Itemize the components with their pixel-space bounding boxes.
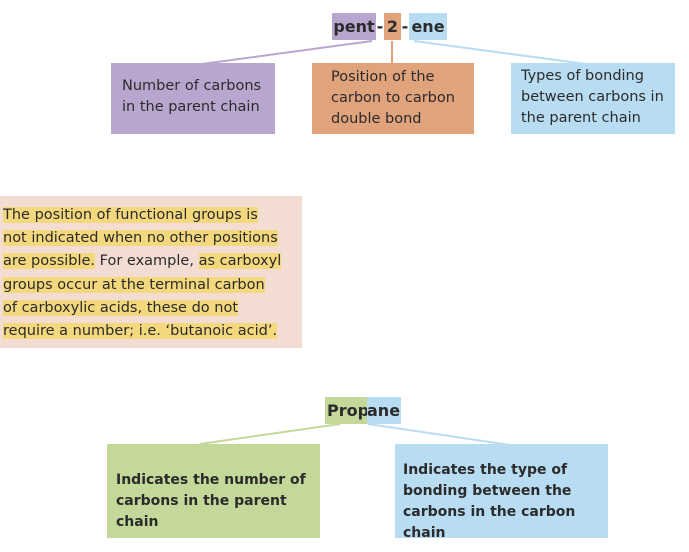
name-part-ene: ene <box>409 13 447 40</box>
connector-prop <box>199 423 341 445</box>
box-number-of-carbons-line-1: Number of carbons <box>122 78 262 94</box>
name-dash-1: - <box>376 17 384 36</box>
box-bonding-types: Types of bonding between carbons in the … <box>511 63 675 134</box>
name-part-2: 2 <box>384 13 401 40</box>
note-line-3b: For example, <box>95 253 199 270</box>
note-line-1: The position of functional groups is <box>3 207 258 223</box>
box-double-bond-position-line-3: double bond <box>331 111 422 127</box>
box-indicates-number-line-1: Indicates the number of <box>116 472 306 488</box>
note-line-4: groups occur at the terminal carbon <box>3 276 265 293</box>
name-part-ane: ane <box>367 397 401 424</box>
box-indicates-number: Indicates the number of carbons in the p… <box>107 444 320 538</box>
note-line-3a: are possible. <box>3 253 96 270</box>
name-dash-2: - <box>401 17 409 36</box>
box-double-bond-position-line-2: carbon to carbon <box>331 90 455 106</box>
box-indicates-type: Indicates the type of bonding between th… <box>395 444 608 541</box>
box-bonding-types-line-3: the parent chain <box>521 110 641 126</box>
note-box: The position of functional groups is not… <box>0 196 302 348</box>
name-part-prop: Prop <box>325 397 369 424</box>
name-part-pent: pent <box>332 13 376 40</box>
box-indicates-type-line-2: bonding between the <box>403 483 572 499</box>
note-line-2: not indicated when no other positions <box>3 230 278 247</box>
box-number-of-carbons-line-2: in the parent chain <box>122 99 260 115</box>
connector-ane <box>367 423 511 446</box>
box-indicates-type-line-3: carbons in the carbon chain <box>403 504 576 541</box>
box-double-bond-position-line-1: Position of the <box>331 69 435 85</box>
box-indicates-type-line-1: Indicates the type of <box>403 462 568 478</box>
box-number-of-carbons: Number of carbons in the parent chain <box>111 63 275 134</box>
note-line-6: require a number; i.e. ‘butanoic acid’. <box>3 323 278 340</box>
box-indicates-number-line-2: carbons in the parent chain <box>116 493 287 530</box>
note-line-5: of carboxylic acids, these do not <box>3 299 239 316</box>
note-line-3c: as carboxyl <box>198 253 282 270</box>
box-bonding-types-line-2: between carbons in <box>521 89 664 105</box>
connector-ene <box>413 40 587 65</box>
box-bonding-types-line-1: Types of bonding <box>521 68 644 84</box>
connector-pent <box>201 40 373 65</box>
box-double-bond-position: Position of the carbon to carbon double … <box>312 63 474 134</box>
